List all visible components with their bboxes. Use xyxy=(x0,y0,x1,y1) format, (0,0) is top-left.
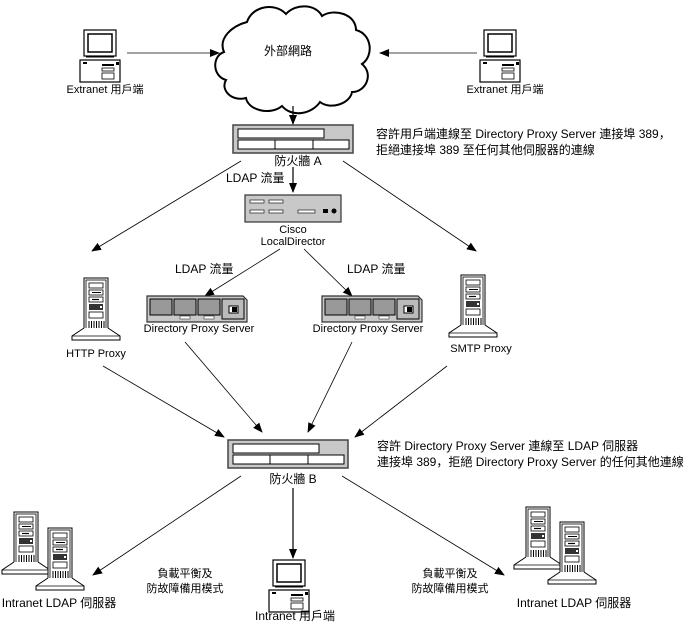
localdirector-label-line2: LocalDirector xyxy=(260,236,326,248)
firewall-b-note-line1: 容許 Directory Proxy Server 連線至 LDAP 伺服器 xyxy=(377,439,639,453)
edge-firewall-a-to-http-proxy xyxy=(91,160,242,252)
firewall-b-note-line2: 連接埠 389，拒絕 Directory Proxy Server 的任何其他連… xyxy=(377,455,684,469)
failover-right-line1: 負載平衡及 xyxy=(422,568,478,580)
intranet-client-icon xyxy=(268,559,310,613)
firewall-a-icon xyxy=(232,124,354,154)
firewall-b-label: 防火牆 B xyxy=(269,472,317,486)
firewall-b-icon xyxy=(227,439,349,469)
ldap-traffic-left-label: LDAP 流量 xyxy=(175,262,234,276)
cloud-label: 外部網路 xyxy=(264,44,313,58)
http-proxy-label: HTTP Proxy xyxy=(66,348,126,360)
edge-dps-left-to-firewall-b xyxy=(184,341,263,433)
ldap-traffic-right-label: LDAP 流量 xyxy=(347,262,406,276)
smtp-proxy-label: SMTP Proxy xyxy=(450,343,512,355)
firewall-a-note-line2: 拒絕連接埠 389 至任何其他伺服器的連線 xyxy=(376,143,595,157)
edge-http-proxy-to-firewall-b xyxy=(102,365,225,438)
intranet-ldap-left-icon xyxy=(1,511,85,591)
failover-right-line2: 防故障備用模式 xyxy=(411,583,489,595)
directory-proxy-left-label: Directory Proxy Server xyxy=(143,323,255,335)
cisco-localdirector-icon xyxy=(244,194,342,223)
edge-localdirector-to-dps-left xyxy=(204,248,281,297)
directory-proxy-left-icon xyxy=(146,295,248,323)
extranet-client-right-label: Extranet 用戶端 xyxy=(466,84,544,96)
http-proxy-icon xyxy=(71,277,121,341)
edge-smtp-proxy-to-firewall-b xyxy=(354,365,448,438)
extranet-client-right-icon xyxy=(479,29,521,83)
edge-firewall-b-to-ldap-right xyxy=(341,475,505,576)
failover-left-line2: 防故障備用模式 xyxy=(146,583,224,595)
intranet-ldap-left-label: Intranet LDAP 伺服器 xyxy=(1,596,117,610)
intranet-client-label: Intranet 用戶端 xyxy=(254,609,336,623)
edge-dps-right-to-firewall-b xyxy=(307,341,353,433)
firewall-a-note-line1: 容許用戶端連線至 Directory Proxy Server 連接埠 389， xyxy=(376,127,671,141)
edge-firewall-b-to-ldap-left xyxy=(92,475,242,576)
firewall-a-label: 防火牆 A xyxy=(274,154,322,168)
localdirector-label-line1: Cisco xyxy=(279,224,307,236)
extranet-client-left-label: Extranet 用戶端 xyxy=(66,84,144,96)
smtp-proxy-icon xyxy=(448,274,498,338)
internet-cloud xyxy=(214,5,371,115)
ldap-traffic-top-label: LDAP 流量 xyxy=(226,171,285,185)
intranet-ldap-right-icon xyxy=(513,506,597,585)
failover-left-line1: 負載平衡及 xyxy=(157,568,213,580)
extranet-client-left-icon xyxy=(79,29,121,83)
intranet-ldap-right-label: Intranet LDAP 伺服器 xyxy=(516,596,632,610)
directory-proxy-right-label: Directory Proxy Server xyxy=(312,323,424,335)
edge-firewall-a-to-smtp-proxy xyxy=(342,160,477,252)
directory-proxy-right-icon xyxy=(321,295,423,323)
edge-localdirector-to-dps-right xyxy=(303,248,353,297)
